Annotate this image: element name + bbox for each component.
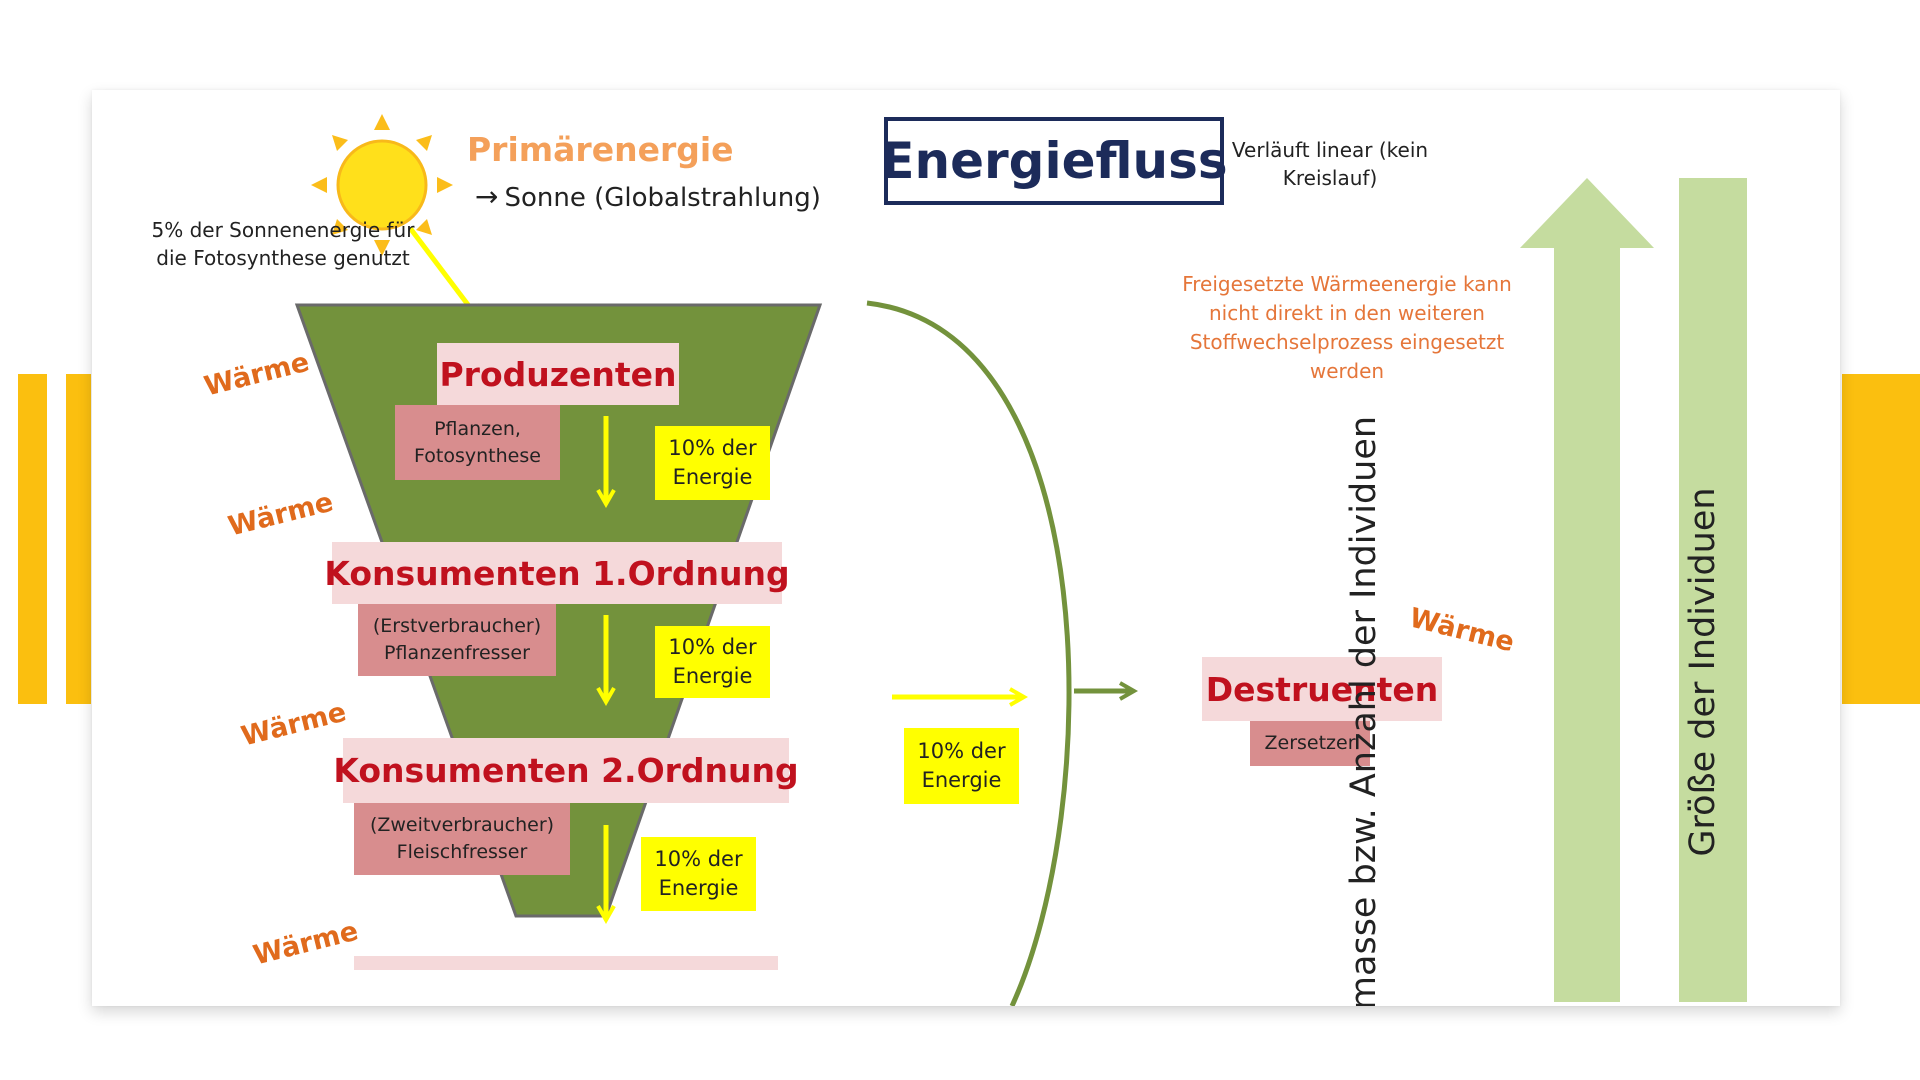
sun-to-producers-arrow <box>408 226 482 323</box>
secondary-consumers-description: (Zweitverbraucher) Fleischfresser <box>354 803 570 875</box>
flow-curve <box>866 300 1072 1006</box>
primary-consumers-description: (Erstverbraucher) Pflanzenfresser <box>358 604 556 676</box>
biomass-label: masse bzw. Anzahl der Individuen <box>1344 415 1384 1006</box>
to-decomposers-energy-label: 10% der Energie <box>904 728 1019 804</box>
primary-energy-source: →Sonne (Globalstrahlung) <box>475 180 821 213</box>
biomass-up-arrow <box>1520 178 1654 1002</box>
producers-description: Pflanzen, Fotosynthese <box>395 405 560 480</box>
sun-source-label: Sonne (Globalstrahlung) <box>504 183 821 213</box>
flow-note: Verläuft linear (kein Kreislauf) <box>1231 138 1429 190</box>
photosynthesis-note: 5% der Sonnenenergie für die Fotosynthes… <box>151 218 415 270</box>
right-decor-bar <box>1842 374 1920 704</box>
size-label: Größe der Individuen <box>1683 487 1723 857</box>
decomposers-description: Zersetzer <box>1250 721 1370 766</box>
decomposers-label: Destruenten <box>1202 657 1442 721</box>
sun-icon <box>311 114 453 256</box>
producers-label: Produzenten <box>437 343 679 405</box>
next-level-box <box>354 956 778 970</box>
primary-energy-title: Primärenergie <box>467 130 734 169</box>
energy-label-3: 10% der Energie <box>641 837 756 911</box>
size-bar <box>1679 178 1747 1002</box>
energy-label-2: 10% der Energie <box>655 626 770 698</box>
slide: Primärenergie →Sonne (Globalstrahlung) 5… <box>92 90 1840 1006</box>
energy-label-1: 10% der Energie <box>655 426 770 500</box>
left-decor-bar-2 <box>66 374 91 704</box>
heat-note: Freigesetzte Wärmeenergie kann nicht dir… <box>1182 272 1512 383</box>
secondary-consumers-label: Konsumenten 2.Ordnung <box>333 738 799 803</box>
left-decor-bar-1 <box>18 374 47 704</box>
right-arrow-icon: → <box>475 180 499 213</box>
primary-consumers-label: Konsumenten 1.Ordnung <box>324 542 790 604</box>
page-title: Energiefluss <box>880 117 1228 205</box>
